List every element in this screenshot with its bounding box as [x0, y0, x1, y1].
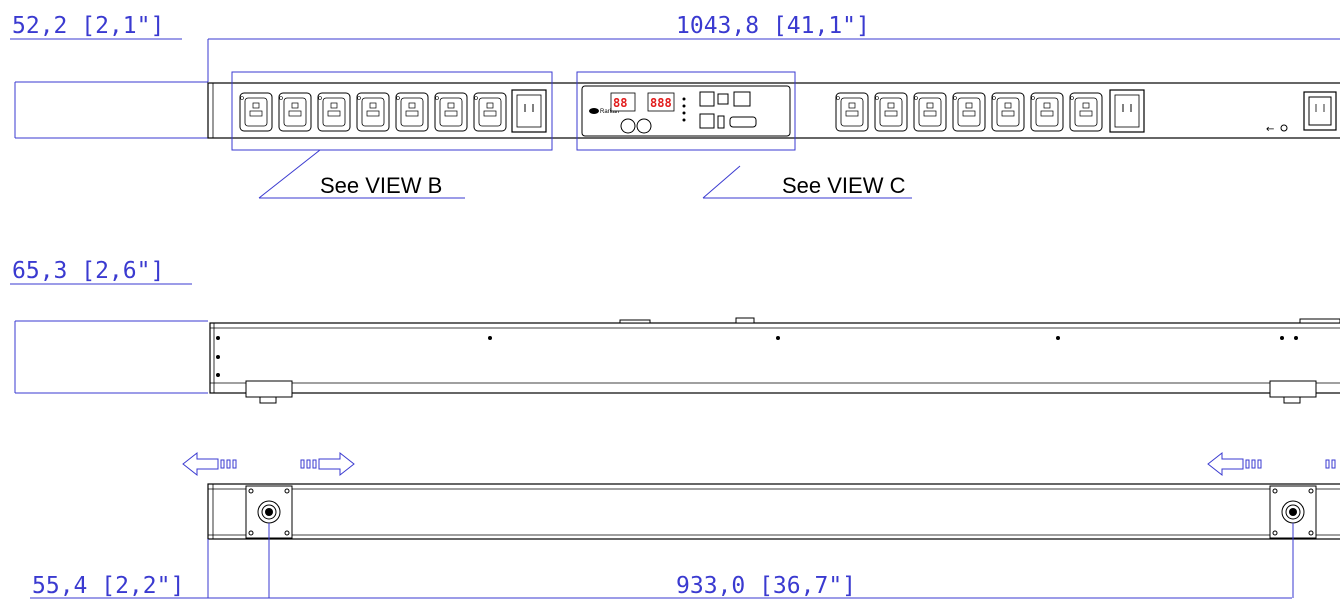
c13-outlet-icon: [473, 92, 507, 132]
c19-outlet-icon: [1109, 89, 1145, 133]
c13-outlet-icon: [991, 92, 1025, 132]
c13-outlet-icon: [952, 92, 986, 132]
brand-label: Raritan: [600, 109, 619, 115]
led-digits-1: 88: [613, 96, 627, 110]
rj45-port-1-icon: [699, 91, 715, 107]
led-display-1: [610, 92, 636, 112]
serial-port-icon: [729, 116, 757, 128]
pdu-side-body: [209, 322, 1340, 394]
view-c-callout: See VIEW C: [782, 173, 906, 198]
c13-outlet-icon: [278, 92, 312, 132]
side-screw-2-icon: [216, 355, 220, 359]
ground-arrow-icon: ←: [1266, 124, 1274, 135]
usb-b-port-icon: [717, 93, 729, 105]
arrow-left-icon: [182, 451, 237, 477]
mount-right-corner-4: [1308, 530, 1314, 536]
status-dot-1: [682, 97, 686, 101]
c13-outlet-icon: [395, 92, 429, 132]
usb-a-port-icon: [717, 115, 725, 129]
pdu-bottom-view: [207, 483, 1340, 540]
arrow-left-icon-2: [1207, 451, 1262, 477]
c13-outlet-icon: [239, 92, 273, 132]
mount-right-center: [1289, 508, 1297, 516]
side-bump-2: [619, 319, 651, 324]
mount-left-corner-4: [284, 530, 290, 536]
c13-outlet-icon: [913, 92, 947, 132]
side-screw-6-icon: [1056, 336, 1060, 340]
status-dot-4: [682, 118, 686, 122]
rj45-port-3-icon: [733, 91, 751, 107]
rj45-port-2-icon: [699, 113, 715, 129]
brand-logo-icon: [589, 108, 599, 114]
led-display-2: [647, 92, 675, 112]
view-b-leader: [258, 149, 321, 199]
status-dot-2: [682, 104, 686, 108]
button-1-icon: [620, 118, 636, 134]
outlet-group-b: [239, 89, 547, 133]
c13-outlet-icon: [434, 92, 468, 132]
dim-overall-length-label: 1043,8 [41,1"]: [676, 13, 870, 39]
mount-left-corner-2: [284, 488, 290, 494]
side-screw-3-icon: [216, 373, 220, 377]
mount-left-corner-3: [248, 530, 254, 536]
side-screw-8-icon: [1294, 336, 1298, 340]
arrow-right-icon: [300, 451, 355, 477]
mount-left-corner-1: [248, 488, 254, 494]
mount-right-corner-2: [1308, 488, 1314, 494]
side-screw-7-icon: [1280, 336, 1284, 340]
pdu-side-view: [209, 317, 1340, 404]
c13-outlet-icon: [874, 92, 908, 132]
pdu-bottom-body: [207, 483, 1340, 540]
dim-bottom-width-label: 55,4 [2,2"]: [32, 573, 184, 599]
dim-side-depth-label: 65,3 [2,6"]: [12, 258, 164, 284]
view-b-callout: See VIEW B: [320, 173, 442, 198]
c13-outlet-icon: [835, 92, 869, 132]
mount-right-corner-1: [1272, 488, 1278, 494]
mount-foot-right: [1283, 396, 1301, 404]
side-screw-1-icon: [216, 336, 220, 340]
view-b-frame: [231, 71, 553, 151]
c13-outlet-icon: [317, 92, 351, 132]
view-c-frame: [576, 71, 796, 151]
view-c-leader: [702, 165, 741, 199]
status-dot-3: [682, 111, 686, 115]
mount-bracket-right: [1269, 380, 1317, 398]
c13-outlet-icon: [356, 92, 390, 132]
side-bump-1: [735, 317, 755, 324]
c20-inlet-inner: [1308, 96, 1332, 126]
dim-front-height-label: 52,2 [2,1"]: [12, 13, 164, 39]
mount-foot-left: [259, 396, 277, 404]
side-screw-4-icon: [488, 336, 492, 340]
button-2-icon: [636, 118, 652, 134]
arrow-right-icon-2: [1325, 459, 1336, 469]
ground-screw-icon: [1280, 124, 1288, 132]
c19-outlet-icon: [511, 89, 547, 133]
mount-left-center: [265, 508, 273, 516]
c13-outlet-icon: [1069, 92, 1103, 132]
side-bump-3: [1299, 318, 1340, 324]
c13-outlet-icon: [1030, 92, 1064, 132]
outlet-group-right: [835, 89, 1145, 133]
dim-mount-spacing-label: 933,0 [36,7"]: [676, 573, 856, 599]
side-screw-5-icon: [776, 336, 780, 340]
led-digits-2: 888: [650, 96, 672, 110]
mount-right-corner-3: [1272, 530, 1278, 536]
mount-bracket-left: [245, 380, 293, 398]
controller-panel: Raritan 88 888: [581, 85, 791, 137]
